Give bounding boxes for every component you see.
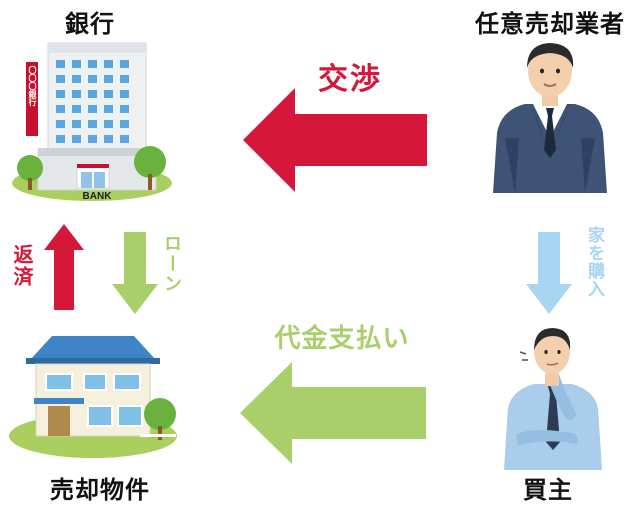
repayment-arrow [44,224,84,310]
agent-illustration [485,38,615,193]
bank-side-sign: 〇〇〇銀行 [28,66,37,106]
bank-title: 銀行 [65,10,115,38]
property-illustration [8,318,183,466]
payment-label: 代金支払い [274,324,410,354]
buyer-illustration [498,322,608,470]
loan-label: ローン [161,234,182,294]
repayment-label: 返済 [10,244,34,288]
agent-title: 任意売却業者 [475,10,625,38]
bank-sign: BANK [82,191,112,202]
negotiation-label: 交渉 [318,62,382,97]
purchase-label: 家を購入 [584,226,604,298]
property-title: 売却物件 [50,476,150,504]
bank-illustration: 〇〇〇銀行 BANK [10,38,175,206]
payment-arrow [240,362,426,464]
negotiation-arrow [243,88,427,192]
buyer-title: 買主 [523,476,573,504]
purchase-arrow [526,232,572,314]
loan-arrow [112,232,158,314]
